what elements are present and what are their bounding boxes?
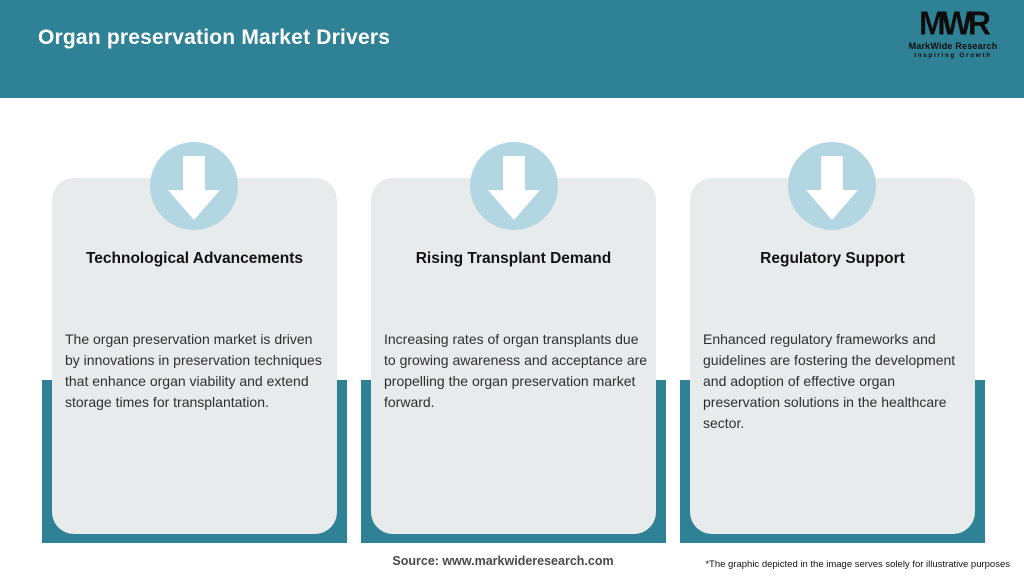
card-body: Enhanced regulatory frameworks and guide…	[703, 331, 956, 431]
markwide-logo: MWR MarkWide Research Inspiring Growth	[898, 4, 1008, 59]
source-text: Source: www.markwideresearch.com	[392, 554, 614, 568]
logo-tagline: Inspiring Growth	[914, 52, 992, 59]
card-title: Rising Transplant Demand	[415, 250, 612, 267]
logo-company-name: MarkWide Research	[908, 41, 998, 51]
card-body: Increasing rates of organ transplants du…	[384, 331, 648, 410]
mwr-logo-mark: MWR	[919, 4, 991, 42]
page-title: Organ preservation Market Drivers	[38, 26, 391, 49]
down-arrow-icon	[150, 142, 238, 230]
driver-card: Regulatory Support Enhanced regulatory f…	[690, 178, 975, 534]
card-body: The organ preservation market is driven …	[65, 331, 322, 410]
down-arrow-icon	[788, 142, 876, 230]
down-arrow-icon	[470, 142, 558, 230]
driver-card: Rising Transplant Demand Increasing rate…	[371, 178, 656, 534]
header-banner: Organ preservation Market Drivers MWR Ma…	[0, 0, 1024, 98]
disclaimer-text: *The graphic depicted in the image serve…	[705, 559, 1010, 570]
card-title: Technological Advancements	[85, 250, 304, 267]
driver-card: Technological Advancements The organ pre…	[52, 178, 337, 534]
card-title: Regulatory Support	[760, 250, 905, 267]
